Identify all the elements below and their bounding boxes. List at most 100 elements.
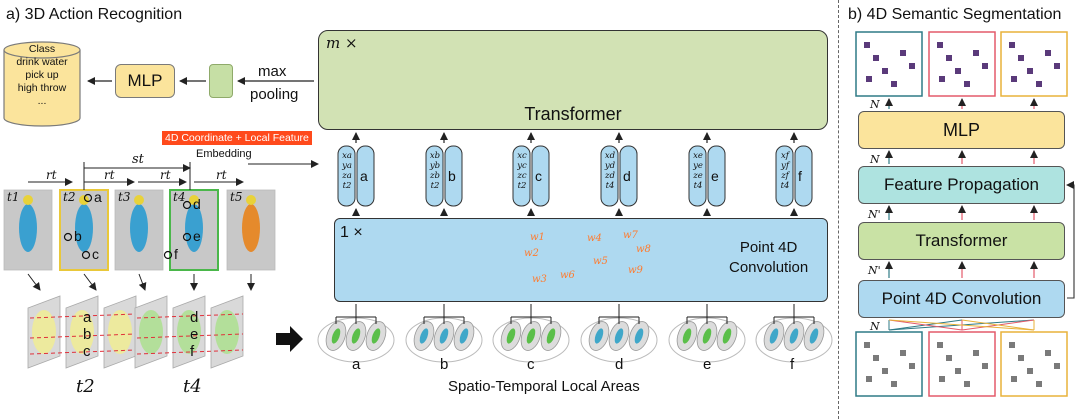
coord-symbol: yf xyxy=(781,161,789,171)
scene-point xyxy=(964,381,970,387)
scene-point xyxy=(937,42,943,48)
local-area-letter: c xyxy=(527,356,535,373)
scene-point xyxy=(866,376,872,382)
scene-point xyxy=(946,55,952,61)
pooling-label-pooling: pooling xyxy=(250,86,299,103)
class-item: ... xyxy=(37,95,47,107)
transformer-repeat-label: m × xyxy=(326,34,358,52)
human-head xyxy=(246,195,256,205)
stack-point-label: a xyxy=(83,309,92,326)
scene-point xyxy=(1018,55,1024,61)
dim-label: N xyxy=(870,98,880,111)
left-panel-title: a) 3D Action Recognition xyxy=(6,6,183,23)
dashed-link xyxy=(29,333,137,339)
frame-point-label: b xyxy=(74,228,82,244)
scene-point xyxy=(900,50,906,56)
local-area-letter: b xyxy=(440,356,449,373)
scene-point xyxy=(1027,68,1033,74)
stride-brackets xyxy=(28,162,244,190)
local-area-points xyxy=(702,328,712,344)
segmentation-scenes xyxy=(855,31,1068,397)
dashed-link xyxy=(29,313,137,319)
frame-arrow xyxy=(83,273,97,291)
stack-point-label: f xyxy=(190,343,195,360)
highlight-ellipse xyxy=(108,310,132,354)
frame-sequence xyxy=(3,189,276,291)
local-area-points xyxy=(526,328,536,344)
embedding-to-transformer-arrows xyxy=(352,132,798,216)
human-head xyxy=(79,195,89,205)
local-area-points xyxy=(789,328,799,344)
coord-symbol: t2 xyxy=(342,181,352,191)
feature-pill xyxy=(356,145,375,207)
scene-point xyxy=(866,76,872,82)
local-area-points xyxy=(351,328,361,344)
feature-pill xyxy=(444,145,463,207)
highlight-ellipse xyxy=(177,310,201,354)
scene-point xyxy=(1036,81,1042,87)
scene-point xyxy=(964,81,970,87)
point4d-block xyxy=(334,218,828,302)
stack-label-t2: t2 xyxy=(76,376,95,397)
local-area-connectors xyxy=(335,304,815,324)
point4d-label-line1: Point 4D xyxy=(739,239,798,256)
human-silhouette xyxy=(242,204,260,252)
scene-point xyxy=(873,55,879,61)
dashed-link xyxy=(29,349,137,355)
frame-time-label: t5 xyxy=(230,190,243,204)
seg-cross-line xyxy=(888,319,963,331)
token-letter: f xyxy=(798,168,802,184)
scene-point xyxy=(1045,350,1051,356)
rt-label: rt xyxy=(46,168,57,182)
seg-cross-line xyxy=(888,319,1035,331)
scene-point xyxy=(864,342,870,348)
local-area-points xyxy=(371,328,381,344)
coord-symbol: t4 xyxy=(693,181,703,191)
feature-pill xyxy=(707,145,726,207)
local-area-letter: f xyxy=(790,356,795,373)
dim-label: N' xyxy=(868,208,881,221)
weight-label: w2 xyxy=(524,248,539,259)
coord-symbol: yc xyxy=(517,161,527,171)
panel-divider xyxy=(838,0,839,419)
rt-label: rt xyxy=(104,168,115,182)
local-areas xyxy=(317,317,833,363)
scene-point xyxy=(864,42,870,48)
class-list: Class drink water pick up high throw ... xyxy=(6,43,78,108)
coord-pill xyxy=(512,145,531,207)
human-silhouette xyxy=(130,204,148,252)
coord-symbol: t2 xyxy=(430,181,440,191)
token-letter: d xyxy=(623,168,631,184)
frame-time-label: t1 xyxy=(7,190,20,204)
local-area-points xyxy=(546,328,556,344)
big-arrow-icon xyxy=(276,326,303,352)
weight-label: w8 xyxy=(636,244,651,255)
scene-point xyxy=(982,363,988,369)
frame-time-label: t4 xyxy=(173,190,186,204)
coord-pill xyxy=(425,145,444,207)
dashed-link xyxy=(136,349,244,355)
scene-point xyxy=(1036,381,1042,387)
coord-symbol: xe xyxy=(693,151,703,161)
coord-pill xyxy=(600,145,619,207)
frame-point-label: a xyxy=(94,189,102,205)
rt-label: rt xyxy=(216,168,227,182)
weight-label: w6 xyxy=(560,270,575,281)
token-letter: c xyxy=(535,168,542,184)
stacked-frames xyxy=(27,295,244,369)
coord-symbol: ya xyxy=(342,161,352,171)
coord-symbol: zf xyxy=(781,171,789,181)
frame-point-label: c xyxy=(92,246,99,262)
local-area-points xyxy=(722,328,732,344)
scene-point xyxy=(1009,342,1015,348)
dashed-link xyxy=(136,333,244,339)
class-item: pick up xyxy=(25,69,59,81)
rt-label: rt xyxy=(160,168,171,182)
frame-point-marker xyxy=(182,200,192,210)
scene-point xyxy=(891,81,897,87)
weight-label: w3 xyxy=(532,274,547,285)
frame-arrow xyxy=(27,273,41,291)
embedding-label: Embedding xyxy=(196,148,252,160)
coord-symbol: zd xyxy=(605,171,615,181)
